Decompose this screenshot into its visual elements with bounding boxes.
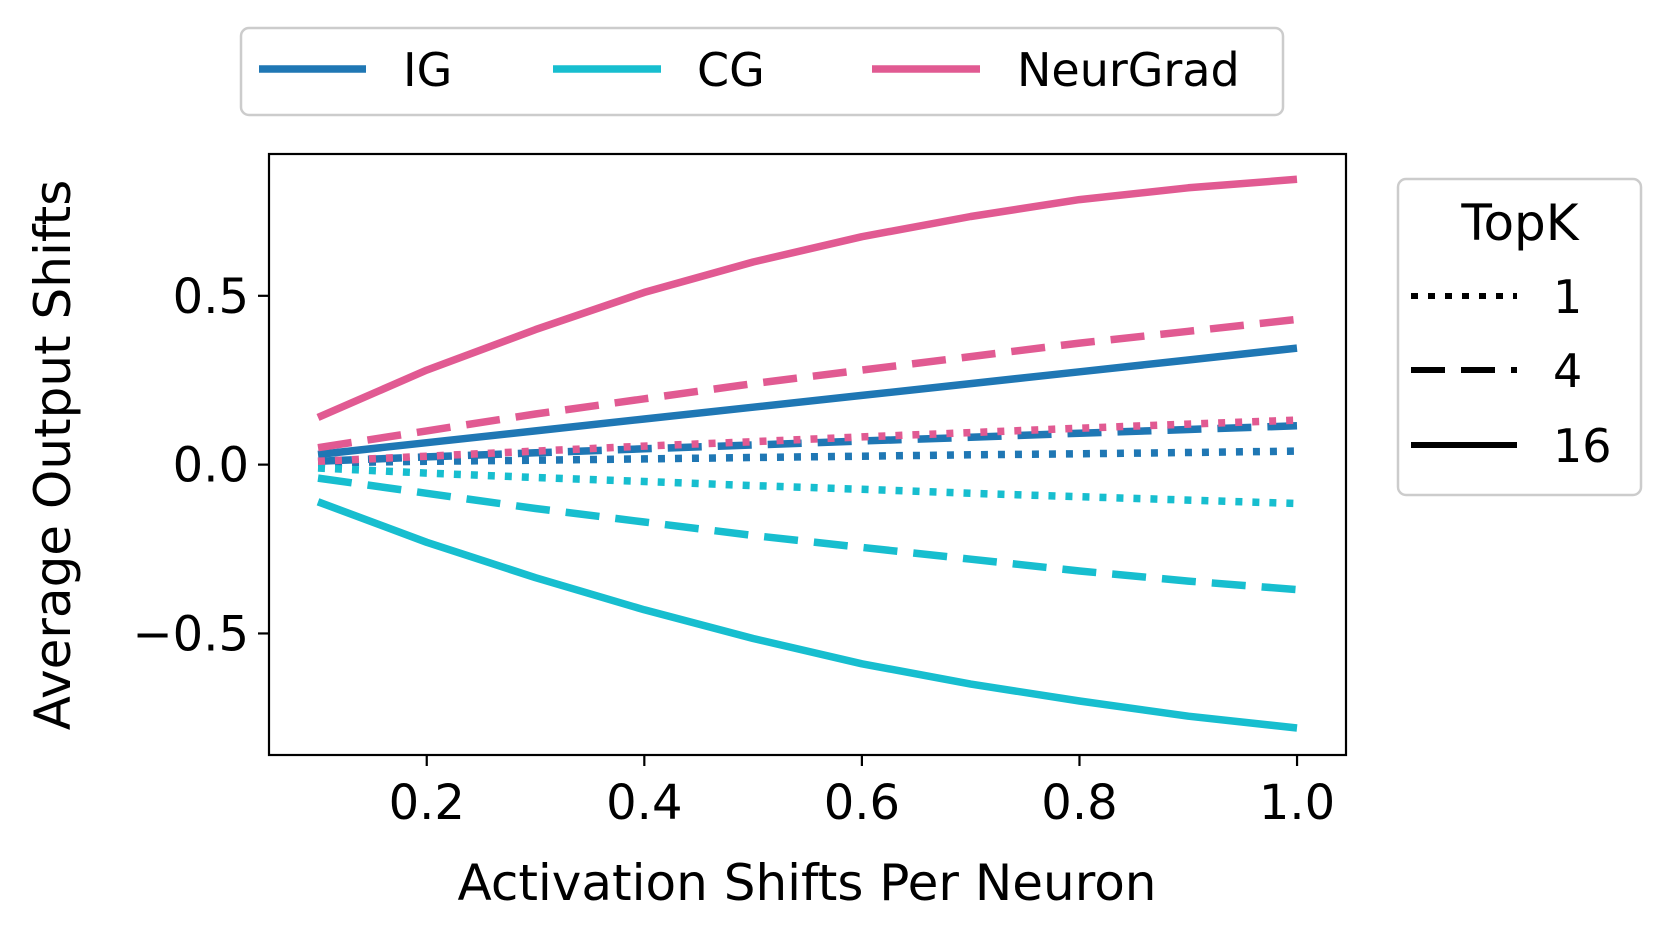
topk-legend: TopK 1 4 16	[1396, 177, 1643, 497]
x-tick-label: 0.2	[389, 775, 465, 831]
series-line-neurgrad-topk-16	[316, 175, 1298, 421]
y-tick-label: −0.5	[132, 606, 249, 662]
series-line-neurgrad-topk-4	[317, 315, 1298, 452]
x-tick-label: 0.6	[824, 775, 900, 831]
x-tick-label: 1.0	[1259, 775, 1335, 831]
y-axis-label: Average Output Shifts	[24, 180, 82, 731]
x-tick-label: 0.4	[606, 775, 682, 831]
series-line-neurgrad-topk-1	[317, 416, 1298, 466]
legend-label-neurgrad: NeurGrad	[1017, 43, 1240, 97]
topk-label-1: 1	[1553, 270, 1582, 324]
y-tick-label: 0.0	[173, 438, 249, 494]
series-line-ig-topk-4	[317, 422, 1298, 466]
topk-legend-box	[1396, 177, 1643, 497]
plot-area-frame	[267, 152, 1348, 757]
x-axis-label: Activation Shifts Per Neuron	[458, 854, 1157, 912]
topk-label-4: 4	[1553, 344, 1582, 398]
series-line-ig-topk-16	[317, 344, 1298, 459]
series-line-cg-topk-16	[316, 498, 1298, 732]
series-layer	[316, 175, 1298, 732]
method-legend-box	[239, 26, 1285, 117]
topk-legend-title: TopK	[1460, 194, 1579, 252]
x-tick-label: 0.8	[1041, 775, 1117, 831]
topk-label-16: 16	[1553, 419, 1612, 473]
series-line-cg-topk-4	[317, 474, 1298, 594]
y-axis-ticks: 0.5 0.0 −0.5	[132, 269, 269, 662]
legend-label-cg: CG	[697, 43, 765, 97]
series-line-cg-topk-1	[317, 464, 1298, 508]
legend-label-ig: IG	[403, 43, 452, 97]
y-tick-label: 0.5	[173, 269, 249, 325]
method-legend: IG CG NeurGrad	[239, 26, 1285, 117]
x-axis-ticks: 0.2 0.4 0.6 0.8 1.0	[389, 755, 1335, 831]
